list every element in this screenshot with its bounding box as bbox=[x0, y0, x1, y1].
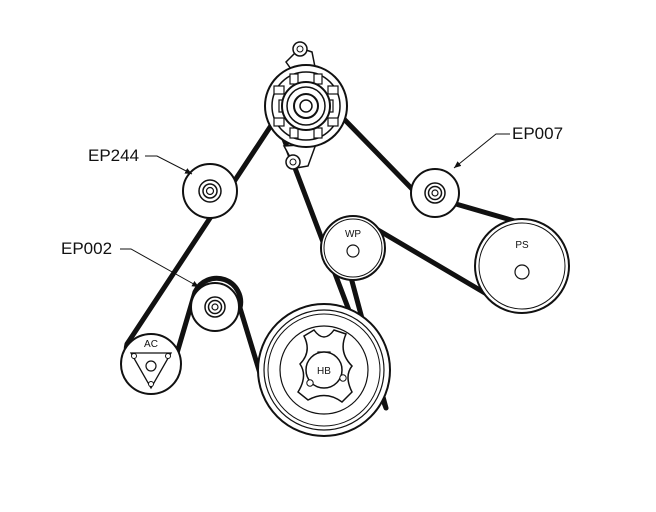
tensioner-pulley-ep007 bbox=[410, 168, 460, 218]
idler-pulley-ep002 bbox=[190, 282, 240, 332]
alternator bbox=[264, 41, 348, 170]
power-steering-pulley bbox=[474, 218, 570, 314]
idler-pulley-ep244 bbox=[182, 163, 238, 219]
callout-leaders bbox=[120, 133, 510, 288]
label-ps: PS bbox=[515, 240, 529, 251]
ac-compressor-pulley bbox=[120, 333, 182, 395]
callout-ep002: EP002 bbox=[61, 239, 112, 258]
label-ac: AC bbox=[144, 339, 158, 350]
callout-ep244: EP244 bbox=[88, 146, 139, 165]
water-pump-pulley bbox=[320, 215, 386, 281]
label-hb: HB bbox=[317, 366, 331, 377]
harmonic-balancer-pulley bbox=[257, 303, 391, 437]
label-wp: WP bbox=[345, 229, 361, 240]
callout-ep007: EP007 bbox=[512, 124, 563, 143]
